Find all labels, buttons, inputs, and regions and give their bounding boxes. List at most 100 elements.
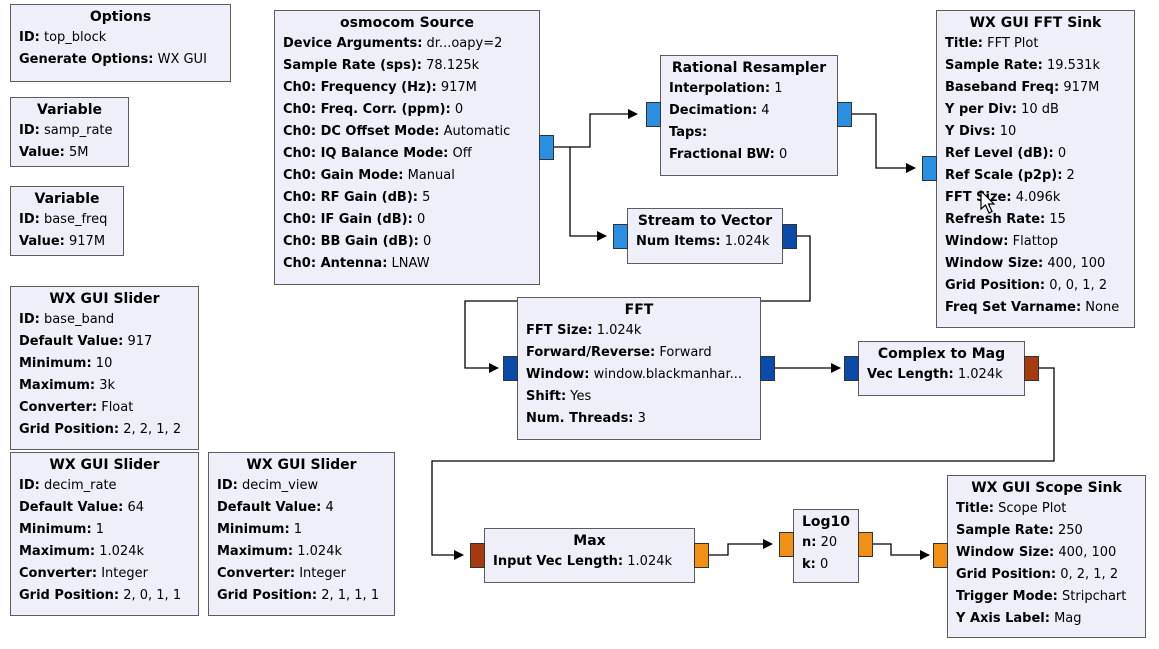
param-key: ID: [19, 312, 40, 327]
param-value: dr...oapy=2 [426, 36, 503, 51]
param-key: Ch0: IQ Balance Mode: [283, 146, 449, 161]
param-key: Ch0: IF Gain (dB): [283, 212, 413, 227]
param-value: 4 [325, 500, 334, 515]
param-value: FFT Plot [987, 36, 1039, 51]
param-key: Y per Div: [945, 102, 1017, 117]
param-key: ID: [19, 478, 40, 493]
param-key: Y Axis Label: [956, 611, 1050, 626]
port-fft-in[interactable] [503, 356, 518, 381]
param-key: Ch0: RF Gain (dB): [283, 190, 418, 205]
param-key: Value: [19, 234, 65, 249]
block-fft-sink[interactable]: WX GUI FFT Sink Title: FFT Plot Sample R… [936, 10, 1135, 328]
block-slider-base-band[interactable]: WX GUI Slider ID: base_band Default Valu… [10, 286, 199, 450]
port-log10-in[interactable] [779, 532, 794, 557]
param-value: 1.024k [957, 367, 1003, 382]
port-osmocom-out[interactable] [539, 135, 554, 160]
block-complex-to-mag[interactable]: Complex to Mag Vec Length: 1.024k [858, 341, 1025, 396]
block-osmocom-source[interactable]: osmocom Source Device Arguments: dr...oa… [274, 10, 540, 285]
param-value: samp_rate [43, 123, 113, 138]
port-stream-vector-out[interactable] [782, 224, 797, 249]
param-key: Converter: [217, 566, 296, 581]
block-stream-to-vector[interactable]: Stream to Vector Num Items: 1.024k [627, 208, 783, 264]
block-log10[interactable]: Log10 n: 20 k: 0 [793, 509, 859, 583]
param-value: Float [101, 400, 134, 415]
block-title: Variable [37, 102, 102, 118]
block-options[interactable]: Options ID: top_block Generate Options: … [10, 4, 231, 82]
param-key: Ref Level (dB): [945, 146, 1054, 161]
param-key: Grid Position: [19, 588, 120, 603]
wire-resampler-to-fft-sink [850, 113, 916, 173]
block-variable-samp-rate[interactable]: Variable ID: samp_rate Value: 5M [10, 97, 129, 167]
block-max[interactable]: Max Input Vec Length: 1.024k [484, 528, 695, 583]
param-key: Input Vec Length: [493, 554, 624, 569]
port-c2mag-out[interactable] [1024, 356, 1039, 381]
param-value: Automatic [443, 124, 511, 139]
param-key: ID: [19, 123, 40, 138]
block-fft[interactable]: FFT FFT Size: 1.024k Forward/Reverse: Fo… [517, 297, 761, 440]
port-max-out[interactable] [694, 543, 709, 568]
param-value: Mag [1054, 611, 1082, 626]
param-key: k: [802, 557, 816, 572]
param-key: Default Value: [19, 334, 124, 349]
block-title: FFT [624, 302, 654, 318]
param-value: WX GUI [157, 52, 207, 67]
param-value: 1 [95, 522, 105, 537]
port-stream-vector-in[interactable] [613, 224, 628, 249]
param-value: 250 [1057, 523, 1083, 538]
param-key: Title: [945, 36, 984, 51]
param-value: 15 [1049, 212, 1066, 227]
param-key: Maximum: [217, 544, 294, 559]
wire-c2mag-to-max [431, 367, 1055, 560]
param-key: Converter: [19, 566, 98, 581]
param-value: None [1085, 300, 1120, 315]
block-slider-decim-rate[interactable]: WX GUI Slider ID: decim_rate Default Val… [10, 452, 199, 616]
param-key: Converter: [19, 400, 98, 415]
param-value: 78.125k [426, 58, 480, 73]
port-resampler-out[interactable] [837, 102, 852, 127]
port-resampler-in[interactable] [646, 102, 661, 127]
param-key: Minimum: [19, 522, 92, 537]
port-log10-out[interactable] [858, 532, 873, 557]
block-rational-resampler[interactable]: Rational Resampler Interpolation: 1 Deci… [660, 55, 838, 176]
param-key: Taps: [669, 125, 708, 140]
param-value: 0 [423, 234, 432, 249]
param-key: Decimation: [669, 103, 758, 118]
param-value: 5M [69, 145, 89, 160]
port-max-in[interactable] [470, 543, 485, 568]
param-value: 917M [69, 234, 106, 249]
param-value: Flattop [1012, 234, 1059, 249]
param-key: Grid Position: [945, 278, 1046, 293]
param-key: Default Value: [19, 500, 124, 515]
param-key: Window: [526, 367, 590, 382]
block-title: Stream to Vector [637, 213, 773, 229]
block-scope-sink[interactable]: WX GUI Scope Sink Title: Scope Plot Samp… [947, 475, 1146, 638]
wire-osmocom-to-resampler [553, 109, 638, 148]
param-key: Device Arguments: [283, 36, 423, 51]
param-value: 2 [1066, 168, 1075, 183]
param-value: 10 [95, 356, 113, 371]
param-value: 3k [99, 378, 116, 393]
param-value: 4.096k [1015, 190, 1061, 205]
param-key: Maximum: [19, 544, 96, 559]
port-fft-out[interactable] [760, 356, 775, 381]
param-key: ID: [217, 478, 238, 493]
block-title: WX GUI FFT Sink [969, 15, 1102, 31]
port-c2mag-in[interactable] [844, 356, 859, 381]
param-value: decim_view [241, 478, 319, 493]
block-variable-base-freq[interactable]: Variable ID: base_freq Value: 917M [10, 186, 124, 256]
param-value: base_band [43, 312, 115, 327]
param-value: Forward [659, 345, 712, 360]
wire-log10-to-scope [872, 543, 930, 560]
param-value: 1.024k [99, 544, 144, 559]
param-key: Baseband Freq: [945, 80, 1060, 95]
block-title: WX GUI Slider [49, 457, 160, 473]
param-key: Sample Rate (sps): [283, 58, 422, 73]
param-value: base_freq [43, 212, 108, 227]
param-key: Title: [956, 501, 995, 516]
block-slider-decim-view[interactable]: WX GUI Slider ID: decim_view Default Val… [208, 452, 395, 616]
param-key: Ref Scale (p2p): [945, 168, 1063, 183]
param-key: Num Items: [636, 234, 721, 249]
port-fft-sink-in[interactable] [922, 156, 937, 181]
port-scope-in[interactable] [933, 543, 948, 568]
param-value: decim_rate [43, 478, 117, 493]
